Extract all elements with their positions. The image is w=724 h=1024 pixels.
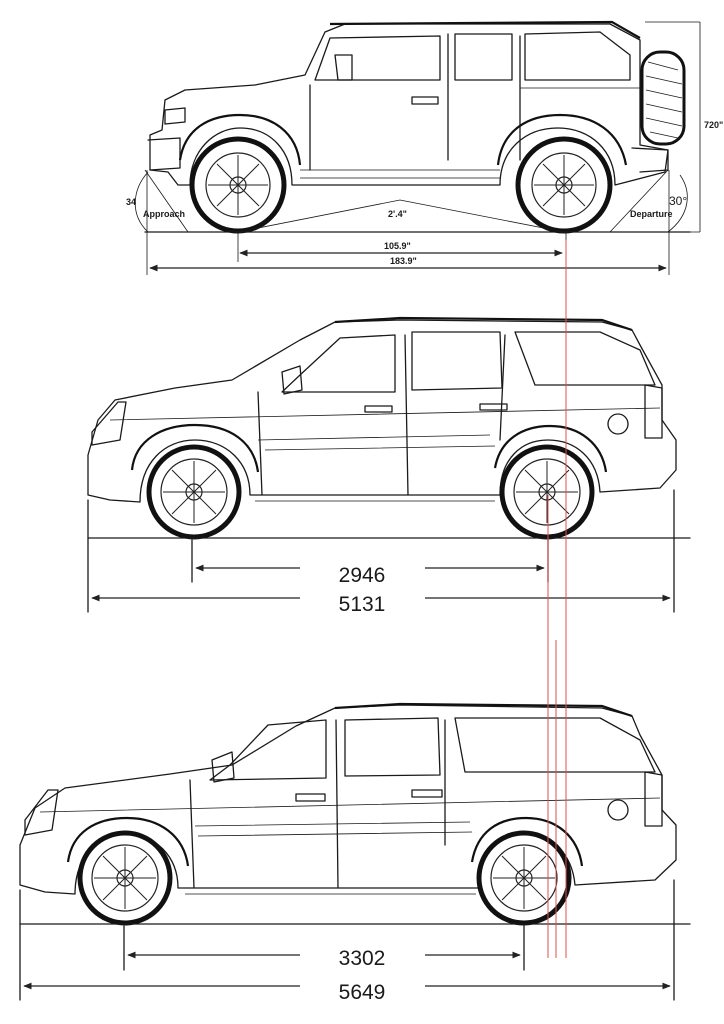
top-vehicle-headlamp (164, 107, 186, 125)
middle-vehicle-window-back (514, 331, 656, 386)
middle-vehicle-door-line (257, 334, 506, 496)
top-vehicle-roof (329, 20, 641, 39)
top-vehicle-body (149, 23, 669, 186)
middle-vehicle-fuel-door (607, 413, 629, 435)
bottom-vehicle-body-crease (39, 797, 661, 837)
middle-vehicle-window-rear (411, 331, 503, 391)
bottom-vehicle: 3302 5649 (19, 702, 691, 1004)
alignment-guides (547, 240, 567, 958)
middle-vehicle-front-fender (130, 423, 260, 473)
bottom-vehicle-front-fender (66, 816, 190, 867)
bottom-vehicle-rear-fender (470, 816, 584, 867)
top-vehicle-front-fender (178, 113, 302, 166)
top-breakover-line (237, 199, 565, 233)
top-wheelbase-label: 105.9" (384, 241, 411, 251)
middle-vehicle-rear-wheel (499, 444, 595, 540)
middle-wheelbase-label: 2946 (339, 564, 386, 587)
bottom-vehicle-fuel-door (607, 799, 629, 821)
middle-vehicle-body-crease (109, 407, 661, 451)
top-approach-label: Approach (143, 209, 185, 219)
top-vehicle-window-front (314, 35, 441, 81)
bottom-vehicle-taillamp (644, 771, 663, 827)
top-vehicle: 720" 34 Approach 30° Departure 2'.4" 105… (126, 20, 723, 275)
middle-vehicle-running-board (255, 494, 495, 502)
top-vehicle-door-line (309, 33, 521, 171)
bottom-vehicle-door-handle (295, 789, 443, 802)
top-departure-line (609, 169, 669, 233)
middle-vehicle-front-wheel (146, 444, 242, 540)
middle-vehicle-grille (91, 401, 127, 446)
bottom-vehicle-roof (334, 702, 633, 718)
bottom-vehicle-door-line (189, 719, 446, 889)
middle-vehicle: 2946 5131 (87, 316, 691, 616)
top-vehicle-spare-tire (640, 50, 686, 146)
top-vehicle-door-handle (411, 96, 439, 105)
top-approach-line (144, 169, 189, 233)
middle-vehicle-door-handle (364, 403, 508, 413)
middle-vehicle-rear-fender (493, 424, 608, 473)
top-length-label: 183.9" (390, 256, 417, 266)
top-vehicle-rear-bumper (631, 147, 669, 173)
top-approach-angle: 34 (126, 197, 136, 207)
bottom-vehicle-window-rear (344, 717, 441, 777)
middle-vehicle-roof (334, 316, 633, 332)
middle-vehicle-window-front (281, 334, 396, 393)
bottom-vehicle-window-back (454, 717, 656, 773)
top-approach-arc (134, 171, 149, 233)
middle-extension-lines (87, 489, 675, 613)
bottom-length-label: 5649 (339, 981, 386, 1004)
bottom-vehicle-running-board (185, 887, 476, 895)
top-vehicle-front-bumper (147, 137, 181, 171)
top-vehicle-window-back (524, 31, 631, 81)
middle-vehicle-mirror (281, 365, 303, 395)
bottom-wheelbase-label: 3302 (339, 947, 386, 970)
bottom-vehicle-grille (24, 789, 59, 836)
top-vehicle-window-rear (454, 33, 513, 81)
middle-vehicle-taillamp (644, 384, 663, 439)
top-departure-label: Departure (630, 209, 673, 219)
bottom-vehicle-mirror (211, 751, 235, 783)
bottom-extension-lines (19, 879, 675, 1001)
middle-length-label: 5131 (339, 593, 386, 616)
top-departure-arc (667, 174, 688, 233)
top-height-label: 720" (704, 120, 723, 130)
top-vehicle-mirror (334, 54, 353, 81)
top-vehicle-rear-fender (496, 113, 628, 166)
top-vehicle-front-wheel (189, 136, 287, 234)
top-vehicle-rear-wheel (515, 136, 613, 234)
bottom-vehicle-front-wheel (77, 830, 173, 926)
top-departure-angle: 30° (669, 194, 687, 208)
top-ground-clearance-label: 2'.4" (388, 209, 407, 219)
top-vehicle-side-trim (300, 87, 640, 179)
bottom-vehicle-rear-wheel (476, 830, 572, 926)
bottom-vehicle-window-front (209, 719, 327, 781)
